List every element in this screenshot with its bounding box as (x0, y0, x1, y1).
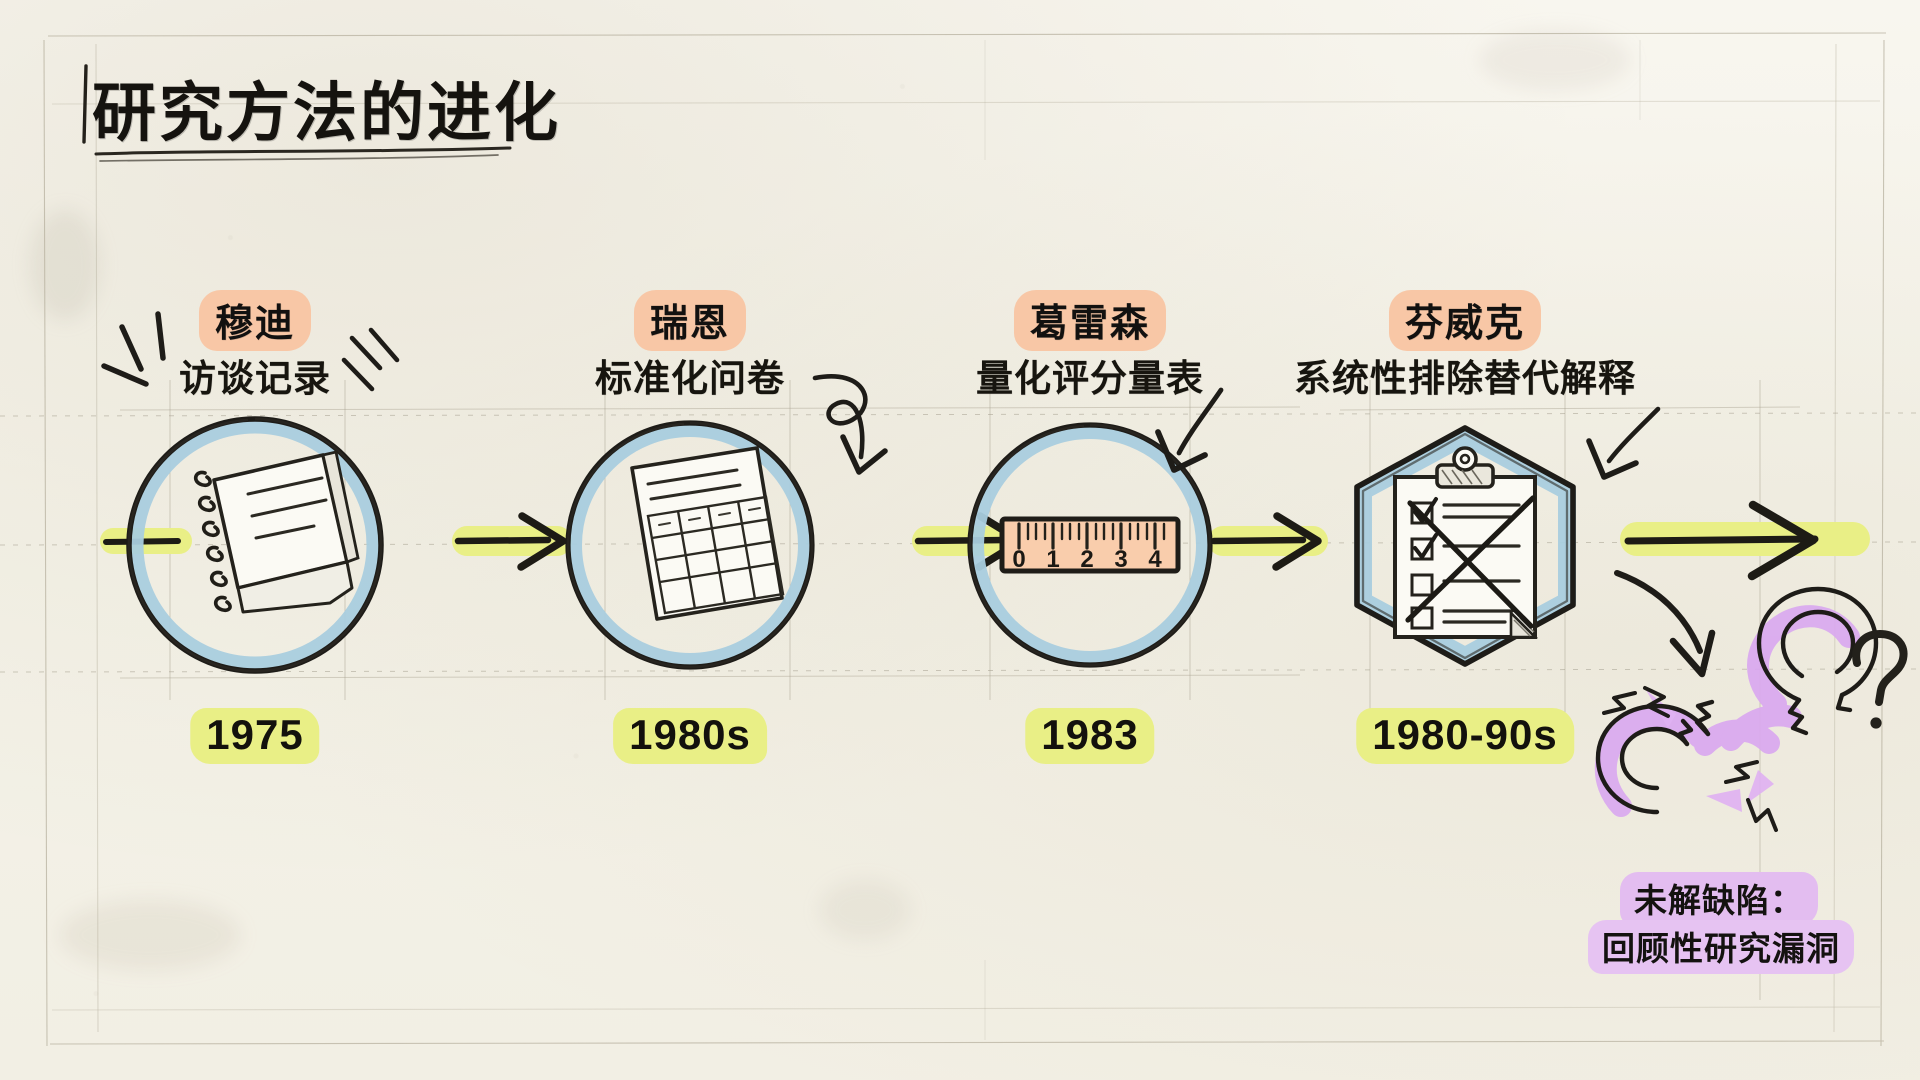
gap-pointer-arrow (1614, 570, 1716, 678)
svg-text:1: 1 (1046, 546, 1059, 573)
node-name-1: 穆迪 (198, 290, 312, 351)
svg-text:2: 2 (1080, 546, 1093, 573)
node-name-2: 瑞恩 (633, 290, 747, 351)
node-year-2: 1980s (613, 708, 767, 764)
spiral-notebook-icon (193, 450, 360, 614)
timeline-arrow-2 (912, 512, 1030, 571)
paper-smudge (60, 900, 240, 970)
paper-smudge (1480, 30, 1630, 90)
paper-smudge (30, 210, 100, 320)
node-name-4: 芬威克 (1388, 290, 1542, 351)
node-subtitle-4: 系统性排除替代解释 (1294, 358, 1636, 399)
timeline-arrow-start (100, 528, 192, 554)
question-mark-icon (1852, 629, 1908, 729)
questionnaire-form-icon (630, 446, 785, 621)
paper-smudge (820, 880, 910, 940)
node-year-4: 1980-90s (1356, 708, 1574, 764)
node-year-1: 1975 (190, 708, 320, 764)
gap-note-line-1: 未解缺陷： (1620, 872, 1818, 926)
sparkle-marks-right (341, 327, 400, 392)
clipboard-crossed-out-icon (1393, 446, 1539, 639)
node-name-3: 葛雷森 (1013, 290, 1167, 351)
timeline-arrow-final (1620, 500, 1870, 581)
svg-text:0: 0 (1012, 546, 1025, 573)
ruler-icon: 0 1 2 3 4 (999, 516, 1181, 574)
node-subtitle-1: 访谈记录 (179, 358, 331, 399)
ruler-tick-labels: 0 1 2 3 4 (1012, 546, 1162, 573)
sparkle-marks (101, 311, 166, 387)
timeline-arrow-3 (1208, 512, 1328, 571)
broken-chain-icon (1594, 586, 1879, 832)
node-year-3: 1983 (1025, 708, 1155, 764)
node-subtitle-2: 标准化问卷 (595, 358, 785, 399)
gap-note-line-2: 回顾性研究漏洞 (1588, 920, 1854, 974)
page-title: 研究方法的进化 (92, 77, 561, 149)
svg-text:4: 4 (1148, 546, 1162, 573)
node-subtitle-3: 量化评分量表 (976, 358, 1204, 399)
timeline-arrow-1 (452, 512, 572, 571)
svg-text:3: 3 (1114, 546, 1127, 573)
